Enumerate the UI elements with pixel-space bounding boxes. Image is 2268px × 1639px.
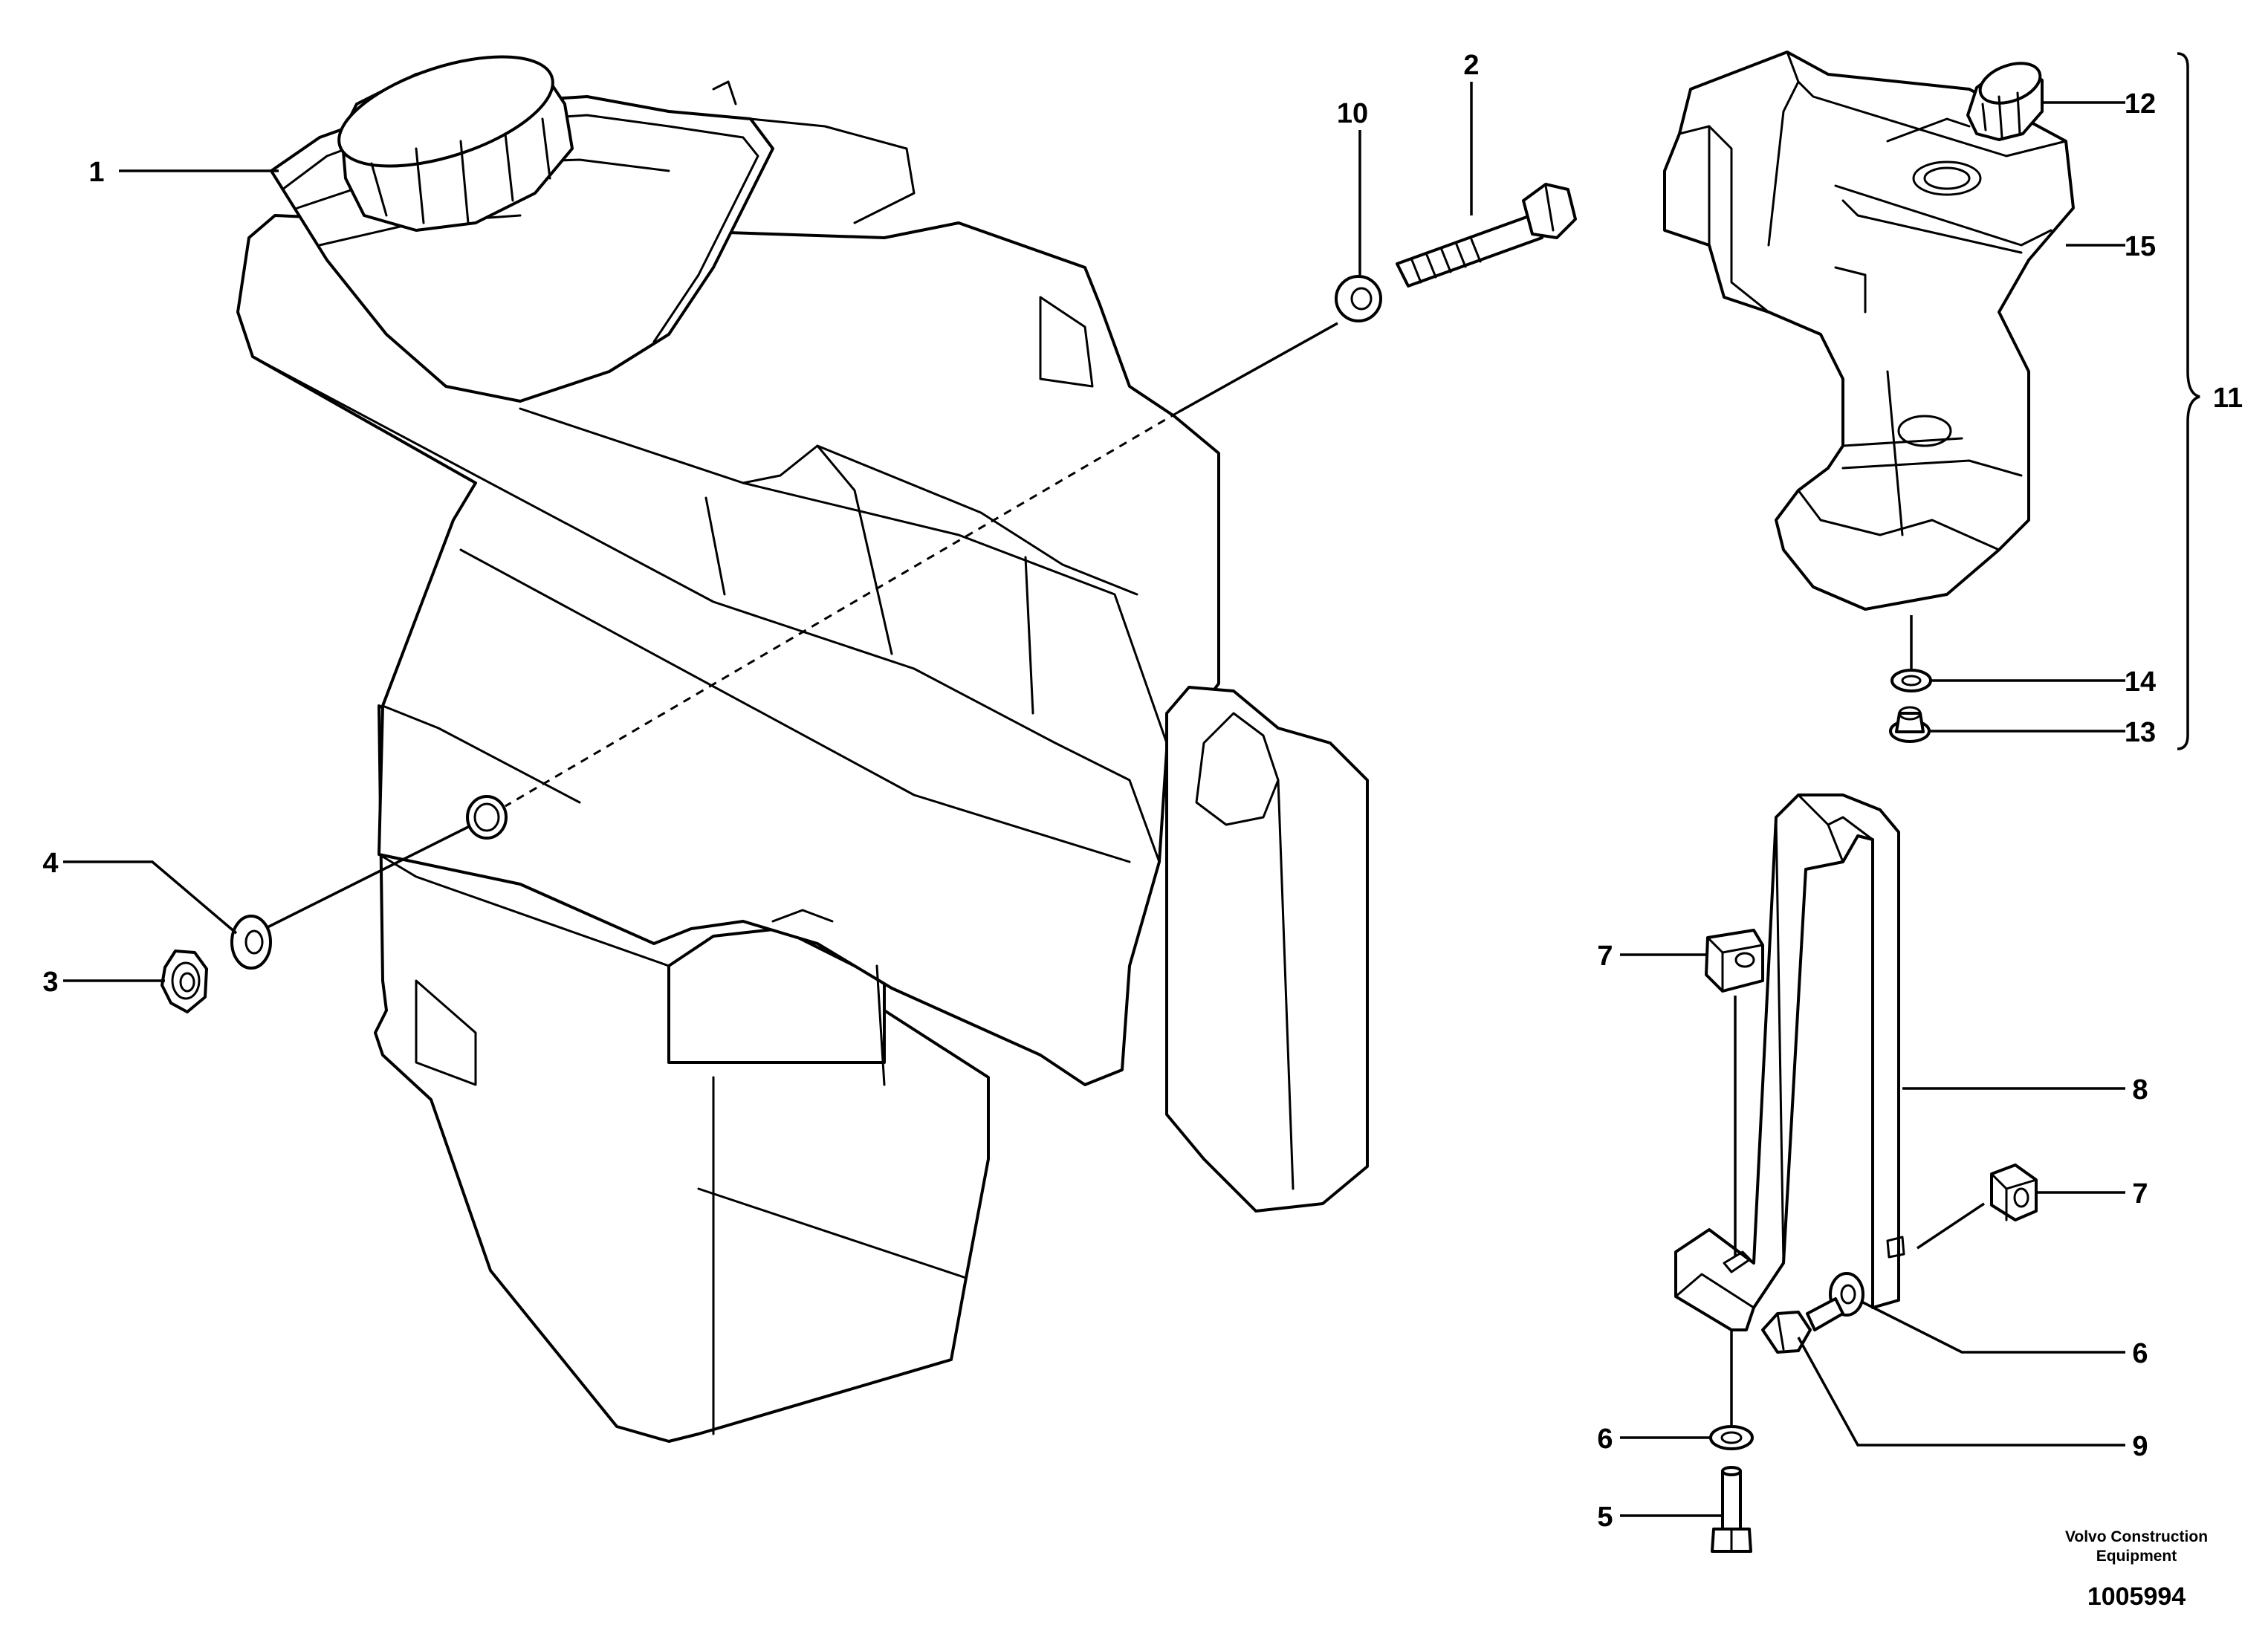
main-reservoir-tank <box>236 214 1369 1443</box>
nut-3 <box>161 950 208 1013</box>
callout-14: 14 <box>2125 666 2156 698</box>
bolt-2 <box>1396 183 1577 288</box>
callout-8: 8 <box>2132 1074 2148 1106</box>
callout-6-bottom: 6 <box>1597 1424 1613 1455</box>
plug-13 <box>1889 706 1931 743</box>
callout-labels: 1 2 10 4 3 12 15 11 14 13 7 8 7 6 9 6 5 <box>42 50 2243 1533</box>
credit-line-1: Volvo Construction <box>2065 1528 2208 1545</box>
clip-nut-7-right <box>1990 1163 2038 1221</box>
callout-7-right: 7 <box>2132 1178 2148 1210</box>
reservoir-assembly-15 <box>1663 51 2075 611</box>
washer-14 <box>1890 669 1932 692</box>
callout-10: 10 <box>1337 98 1368 129</box>
bolt-5 <box>1711 1466 1752 1553</box>
washer-6-bottom <box>1709 1425 1754 1450</box>
callout-1: 1 <box>88 157 104 188</box>
washer-4 <box>230 915 272 970</box>
callout-12: 12 <box>2125 88 2156 120</box>
drawing-credit: Volvo Construction Equipment 1005994 <box>2065 1528 2208 1611</box>
clip-nut-7-left <box>1705 929 1764 993</box>
callout-2: 2 <box>1463 50 1479 81</box>
filler-cap <box>337 55 574 232</box>
washer-10 <box>1335 275 1382 322</box>
callout-15: 15 <box>2125 231 2156 262</box>
assembly-bracket <box>2177 52 2200 750</box>
callout-11: 11 <box>2213 383 2243 414</box>
credit-line-2: Equipment <box>2096 1548 2177 1565</box>
callout-4: 4 <box>42 848 58 879</box>
callout-9: 9 <box>2132 1431 2148 1462</box>
callout-7-left: 7 <box>1597 941 1613 972</box>
bolt-9 <box>1761 1297 1844 1354</box>
cap-12 <box>1966 62 2044 141</box>
callout-6-right: 6 <box>2132 1338 2148 1369</box>
callout-3: 3 <box>42 967 58 998</box>
leader-lines <box>63 82 2125 1517</box>
strap-bracket-8 <box>1674 793 1905 1331</box>
callout-13: 13 <box>2125 717 2156 748</box>
document-number: 1005994 <box>2087 1583 2186 1611</box>
callout-5: 5 <box>1597 1502 1613 1533</box>
